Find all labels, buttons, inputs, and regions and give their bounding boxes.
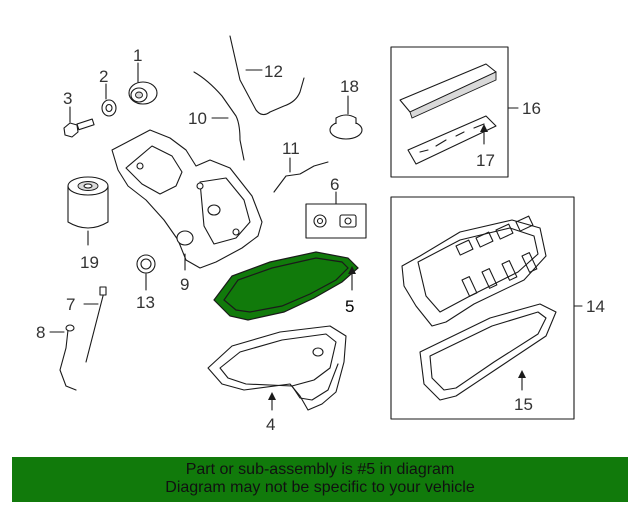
callout-18: 18: [340, 77, 359, 96]
callout-13: 13: [136, 293, 155, 312]
callout-2: 2: [99, 67, 108, 86]
callout-6: 6: [330, 175, 339, 194]
part-3-bolt[interactable]: [63, 106, 95, 138]
callout-11: 11: [282, 139, 300, 158]
callout-8: 8: [36, 323, 45, 342]
callout-16: 16: [522, 99, 541, 118]
part-5-oil-pan-gasket[interactable]: [213, 251, 359, 321]
callout-12: 12: [264, 62, 283, 81]
callout-15: 15: [514, 395, 533, 414]
part-8-dipstick-tube[interactable]: [49, 324, 77, 391]
callout-4: 4: [266, 415, 275, 434]
callout-10: 10: [188, 109, 207, 128]
callout-19: 19: [80, 253, 99, 272]
callout-14: 14: [586, 297, 605, 316]
callout-5: 5: [345, 297, 354, 316]
callout-3: 3: [63, 89, 72, 108]
part-12-gasket[interactable]: [229, 35, 305, 116]
part-1-pulley[interactable]: [128, 62, 158, 105]
part-4-oil-pan[interactable]: [207, 325, 347, 411]
part-16-box[interactable]: [390, 46, 519, 178]
part-18-filler-cap[interactable]: [329, 95, 363, 140]
part-6-kit[interactable]: [305, 191, 367, 239]
footer-line-1: Part or sub-assembly is #5 in diagram: [185, 461, 455, 478]
callout-1: 1: [133, 46, 142, 65]
part-14-valve-cover-box[interactable]: [390, 196, 583, 420]
part-11-tube[interactable]: [273, 157, 329, 193]
callout-7: 7: [66, 295, 75, 314]
part-10-seal[interactable]: [193, 71, 245, 161]
part-9-timing-cover[interactable]: [111, 129, 263, 271]
footer-banner: Part or sub-assembly is #5 in diagram Di…: [12, 457, 628, 502]
callout-9: 9: [180, 275, 189, 294]
footer-line-2: Diagram may not be specific to your vehi…: [165, 479, 475, 496]
part-19-oil-filter[interactable]: [67, 176, 109, 246]
part-13-seal-ring[interactable]: [136, 254, 156, 291]
part-7-dipstick[interactable]: [83, 286, 107, 363]
part-2-washer[interactable]: [101, 83, 117, 117]
callout-17: 17: [476, 151, 495, 170]
